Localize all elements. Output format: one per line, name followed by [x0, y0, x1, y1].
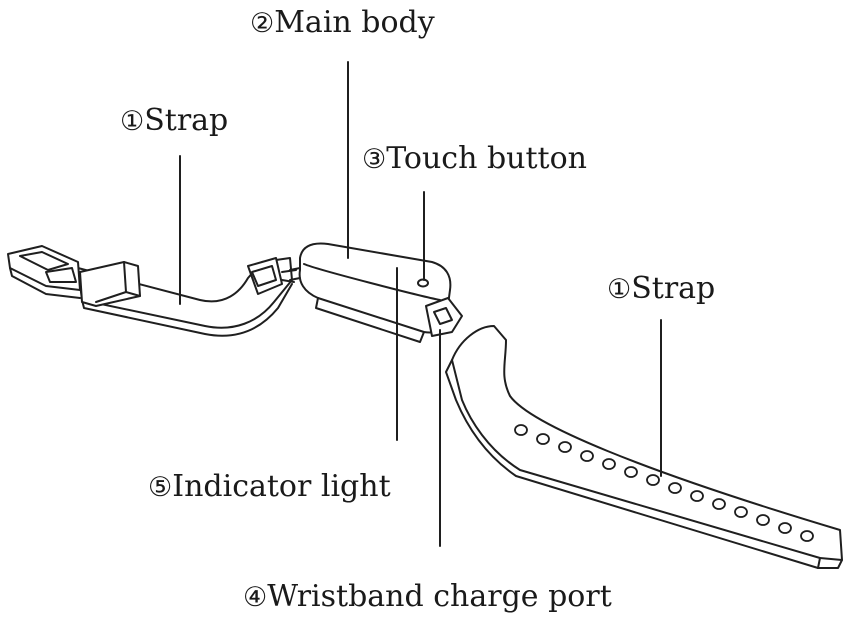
- strap-holes: [514, 424, 814, 542]
- right-strap: [445, 325, 843, 569]
- label-strap-left: ①Strap: [120, 106, 228, 136]
- label-strap-right: ①Strap: [607, 274, 715, 304]
- label-indicator-light-text: Indicator light: [172, 469, 391, 504]
- label-main-body: ②Main body: [250, 8, 435, 38]
- label-charge-port-text: Wristband charge port: [267, 579, 612, 614]
- label-main-body-text: Main body: [274, 5, 435, 40]
- label-strap-left-number: ①: [120, 106, 145, 137]
- label-touch-button: ③Touch button: [362, 144, 587, 174]
- label-strap-left-text: Strap: [144, 103, 229, 138]
- main-body-shape: [289, 242, 463, 343]
- label-indicator-light-number: ⑤: [148, 472, 173, 503]
- label-touch-button-number: ③: [362, 144, 387, 175]
- label-charge-port: ④Wristband charge port: [243, 582, 612, 612]
- label-main-body-number: ②: [250, 8, 275, 39]
- label-charge-port-number: ④: [243, 582, 268, 613]
- label-strap-right-number: ①: [607, 274, 632, 305]
- label-indicator-light: ⑤Indicator light: [148, 472, 391, 502]
- label-touch-button-text: Touch button: [386, 141, 587, 176]
- label-strap-right-text: Strap: [631, 271, 716, 306]
- left-strap: [7, 245, 297, 337]
